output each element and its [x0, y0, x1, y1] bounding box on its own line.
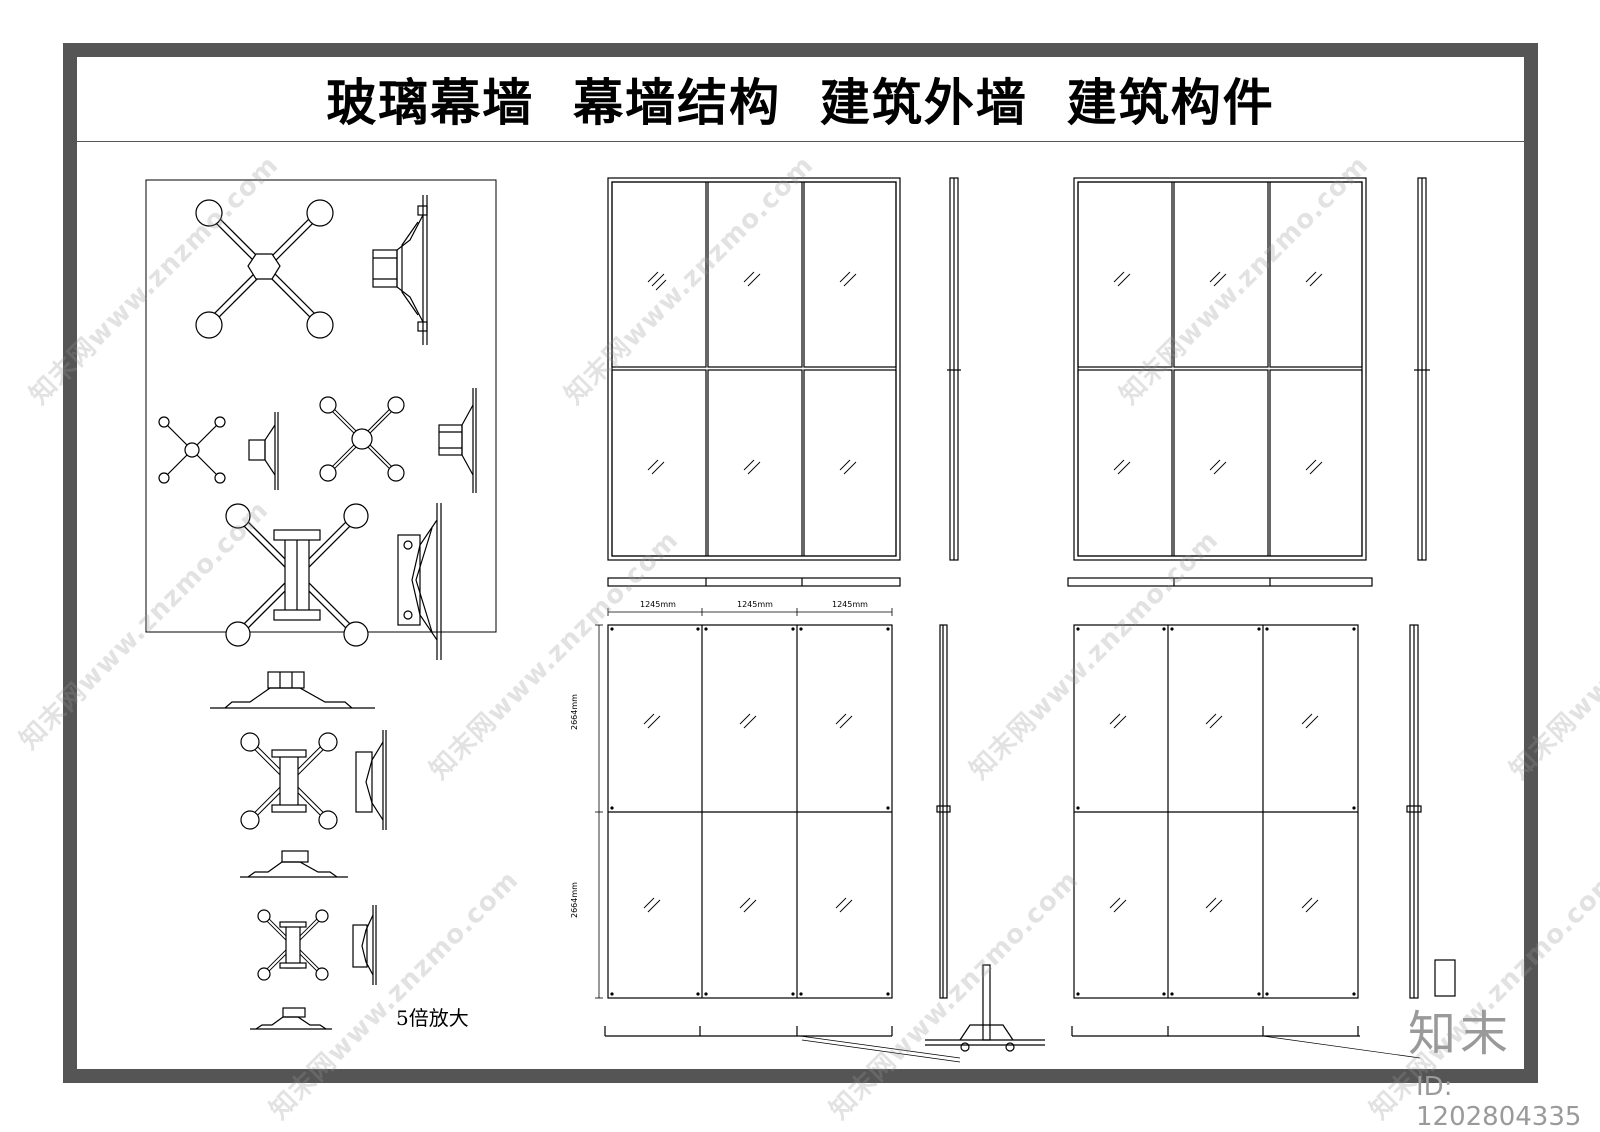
spider-fitting-mini-side	[352, 905, 377, 985]
spider-fitting-double-side	[397, 503, 442, 660]
image-id: ID: 1202804335	[1416, 1072, 1582, 1132]
spider-fitting-panel	[145, 179, 497, 1030]
panel-caption: 5倍放大	[396, 1006, 469, 1030]
detail-panel-border	[145, 179, 497, 633]
spider-fitting-small-b	[319, 396, 405, 482]
spider-fitting-mini	[257, 909, 329, 981]
dim-height-1: 2664mm	[570, 694, 579, 730]
curtain-wall-elevation-d	[1071, 624, 1456, 1059]
spider-fitting-side-view	[372, 195, 428, 345]
spider-fitting-mini-plan	[250, 1007, 332, 1030]
curtain-wall-elevation-c	[595, 608, 1045, 1063]
dim-width-2: 1245mm	[737, 600, 773, 609]
dim-width-3: 1245mm	[832, 600, 868, 609]
spider-fitting-medium	[240, 732, 338, 830]
spider-fitting-medium-plan	[240, 850, 348, 878]
curtain-wall-elevation-b	[1067, 177, 1430, 587]
curtain-wall-elevation-a	[607, 177, 961, 587]
dim-width-1: 1245mm	[640, 600, 676, 609]
spider-fitting-double	[225, 503, 369, 647]
fitting-enlarged-section	[925, 964, 1045, 1052]
dim-height-2: 2664mm	[570, 882, 579, 918]
title-band: 玻璃幕墙 幕墙结构 建筑外墙 建筑构件	[77, 57, 1524, 142]
spider-fitting-medium-side	[355, 730, 387, 830]
spider-fitting-large	[195, 199, 334, 339]
spider-fitting-small-b-side	[438, 388, 477, 493]
page-title: 玻璃幕墙 幕墙结构 建筑外墙 建筑构件	[326, 74, 1275, 132]
spider-fitting-small-a	[158, 416, 226, 484]
spider-fitting-double-plan	[210, 671, 375, 709]
spider-fitting-small-a-side	[248, 412, 279, 490]
brand-logo: 知末	[1408, 1006, 1513, 1062]
